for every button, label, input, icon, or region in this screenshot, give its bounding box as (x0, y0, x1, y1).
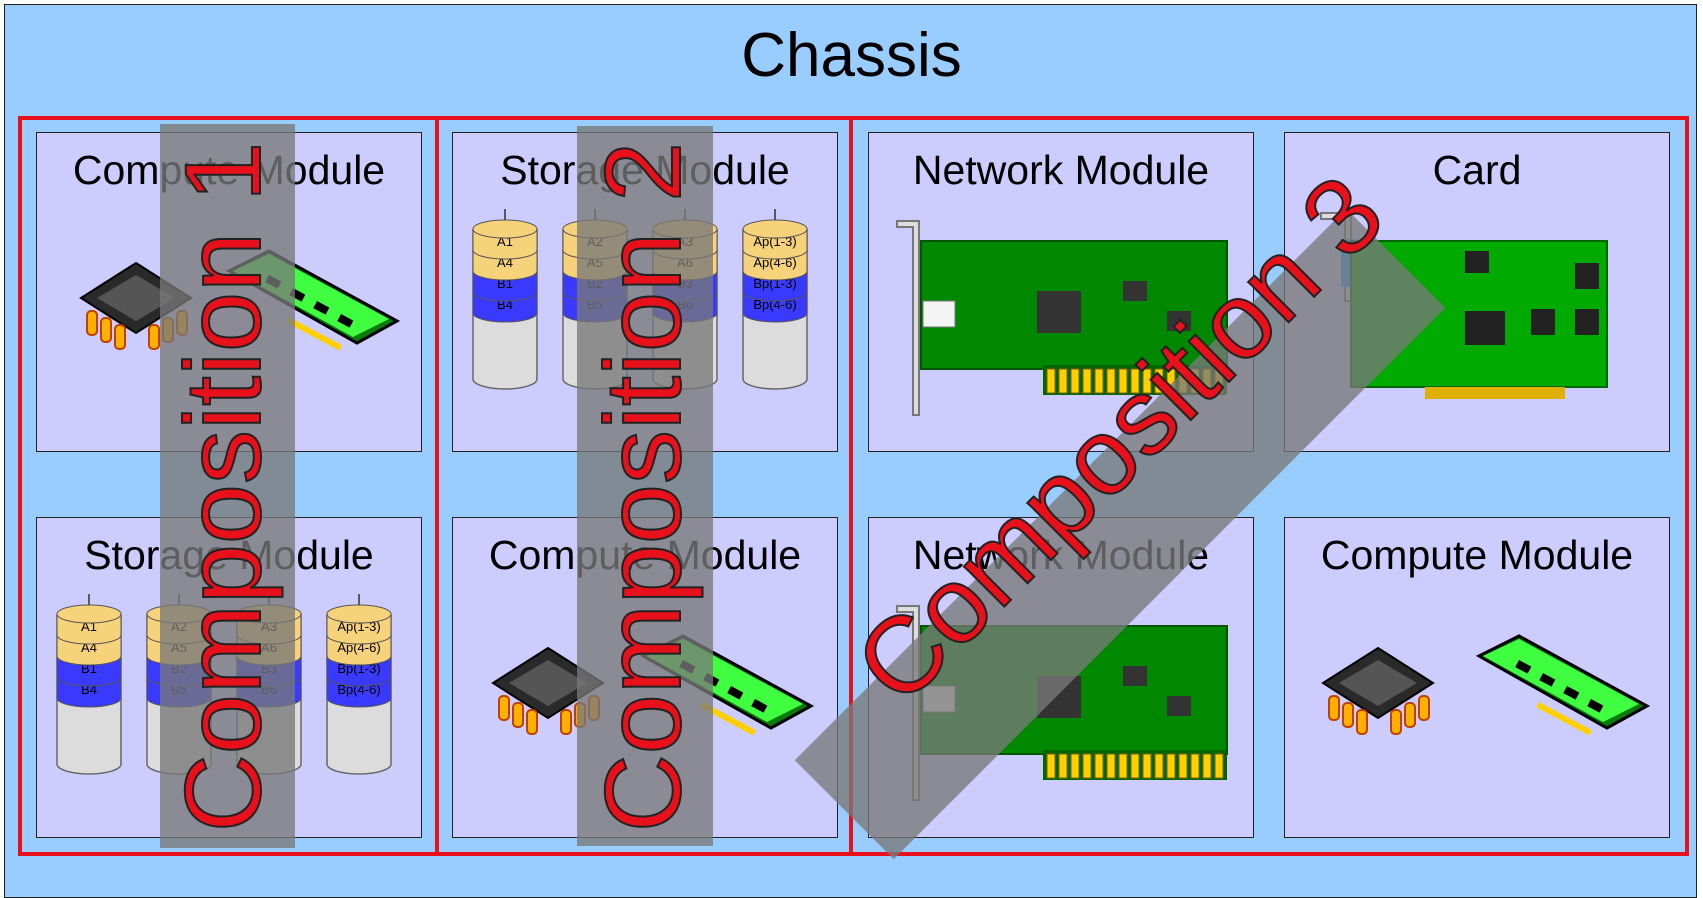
module-title: Compute Module (1320, 532, 1634, 578)
cpu-chip-icon (1321, 646, 1435, 735)
compute-module: Compute Module (1284, 517, 1670, 838)
composition-3-frame (849, 116, 1689, 856)
composition-2-label: Composition 2 (581, 141, 704, 833)
compute-icons (1321, 634, 1651, 736)
module-title: Network Module (912, 147, 1210, 193)
composition-1-band (160, 124, 295, 848)
ram-stick-icon (1475, 634, 1651, 736)
module-title: Card (1432, 147, 1522, 193)
composition-1-label: Composition 1 (161, 141, 284, 833)
raid-disk-icon: Bp(4-6)Bp(1-3)Ap(4-6)Ap(1-3) (326, 594, 392, 775)
composition-2-band (577, 126, 713, 846)
raid-disk-icon: Bp(4-6)Bp(1-3)Ap(4-6)Ap(1-3) (742, 209, 808, 390)
chassis-title: Chassis (741, 21, 962, 90)
